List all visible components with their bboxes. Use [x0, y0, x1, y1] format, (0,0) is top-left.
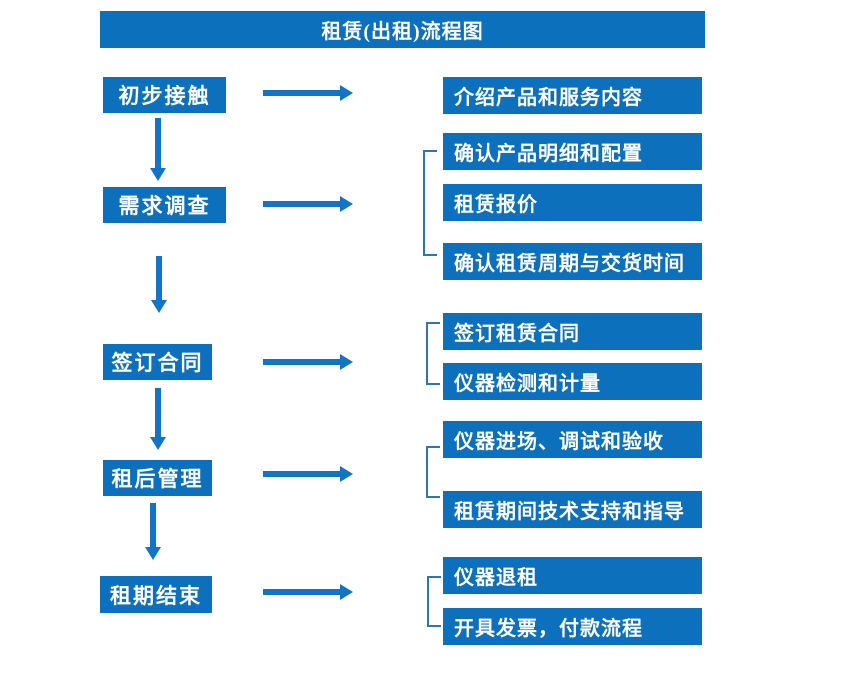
arrow-right-icon [263, 466, 353, 482]
detail-box-confirm-product-details: 确认产品明细和配置 [443, 133, 702, 170]
arrow-head [145, 547, 161, 560]
arrow-head [340, 354, 353, 370]
detail-box-introduce-products: 介绍产品和服务内容 [443, 77, 702, 114]
arrow-shaft [263, 589, 340, 595]
arrow-head [151, 300, 167, 313]
detail-box-instrument-testing: 仪器检测和计量 [443, 363, 702, 400]
group-bracket-icon [427, 576, 441, 627]
step-box-lease-end: 租期结束 [100, 576, 212, 613]
arrow-shaft [156, 256, 162, 300]
step-box-sign-contract: 签订合同 [103, 344, 212, 380]
arrow-head [150, 168, 166, 181]
arrow-down-icon [149, 388, 167, 450]
arrow-head [340, 466, 353, 482]
detail-box-confirm-rental-period: 确认租赁周期与交货时间 [443, 243, 702, 280]
arrow-right-icon [263, 354, 353, 370]
detail-box-instrument-return: 仪器退租 [443, 557, 702, 594]
arrow-shaft [263, 359, 340, 365]
group-bracket-icon [426, 446, 440, 498]
arrow-shaft [155, 388, 161, 437]
arrow-shaft [263, 90, 340, 96]
detail-box-sign-rental-contract: 签订租赁合同 [443, 313, 702, 350]
arrow-head [150, 437, 166, 450]
group-bracket-icon [423, 150, 437, 256]
arrow-shaft [263, 201, 340, 207]
step-box-initial-contact: 初步接触 [103, 77, 226, 113]
group-bracket-icon [426, 322, 440, 385]
detail-box-invoice-payment: 开具发票，付款流程 [443, 608, 702, 645]
arrow-shaft [263, 471, 340, 477]
arrow-head [340, 196, 353, 212]
arrow-right-icon [263, 85, 353, 101]
step-box-post-rental-management: 租后管理 [103, 460, 212, 496]
arrow-down-icon [150, 256, 168, 313]
flowchart-title: 租赁(出租)流程图 [100, 11, 705, 48]
detail-box-rental-quote: 租赁报价 [443, 184, 702, 221]
arrow-shaft [155, 118, 161, 168]
arrow-head [340, 85, 353, 101]
step-box-demand-survey: 需求调查 [103, 187, 226, 223]
arrow-shaft [150, 503, 156, 547]
arrow-head [340, 584, 353, 600]
detail-box-technical-support: 租赁期间技术支持和指导 [443, 491, 702, 528]
arrow-right-icon [263, 196, 353, 212]
detail-box-instrument-entry: 仪器进场、调试和验收 [443, 421, 702, 458]
arrow-down-icon [149, 118, 167, 181]
arrow-down-icon [144, 503, 162, 560]
arrow-right-icon [263, 584, 353, 600]
